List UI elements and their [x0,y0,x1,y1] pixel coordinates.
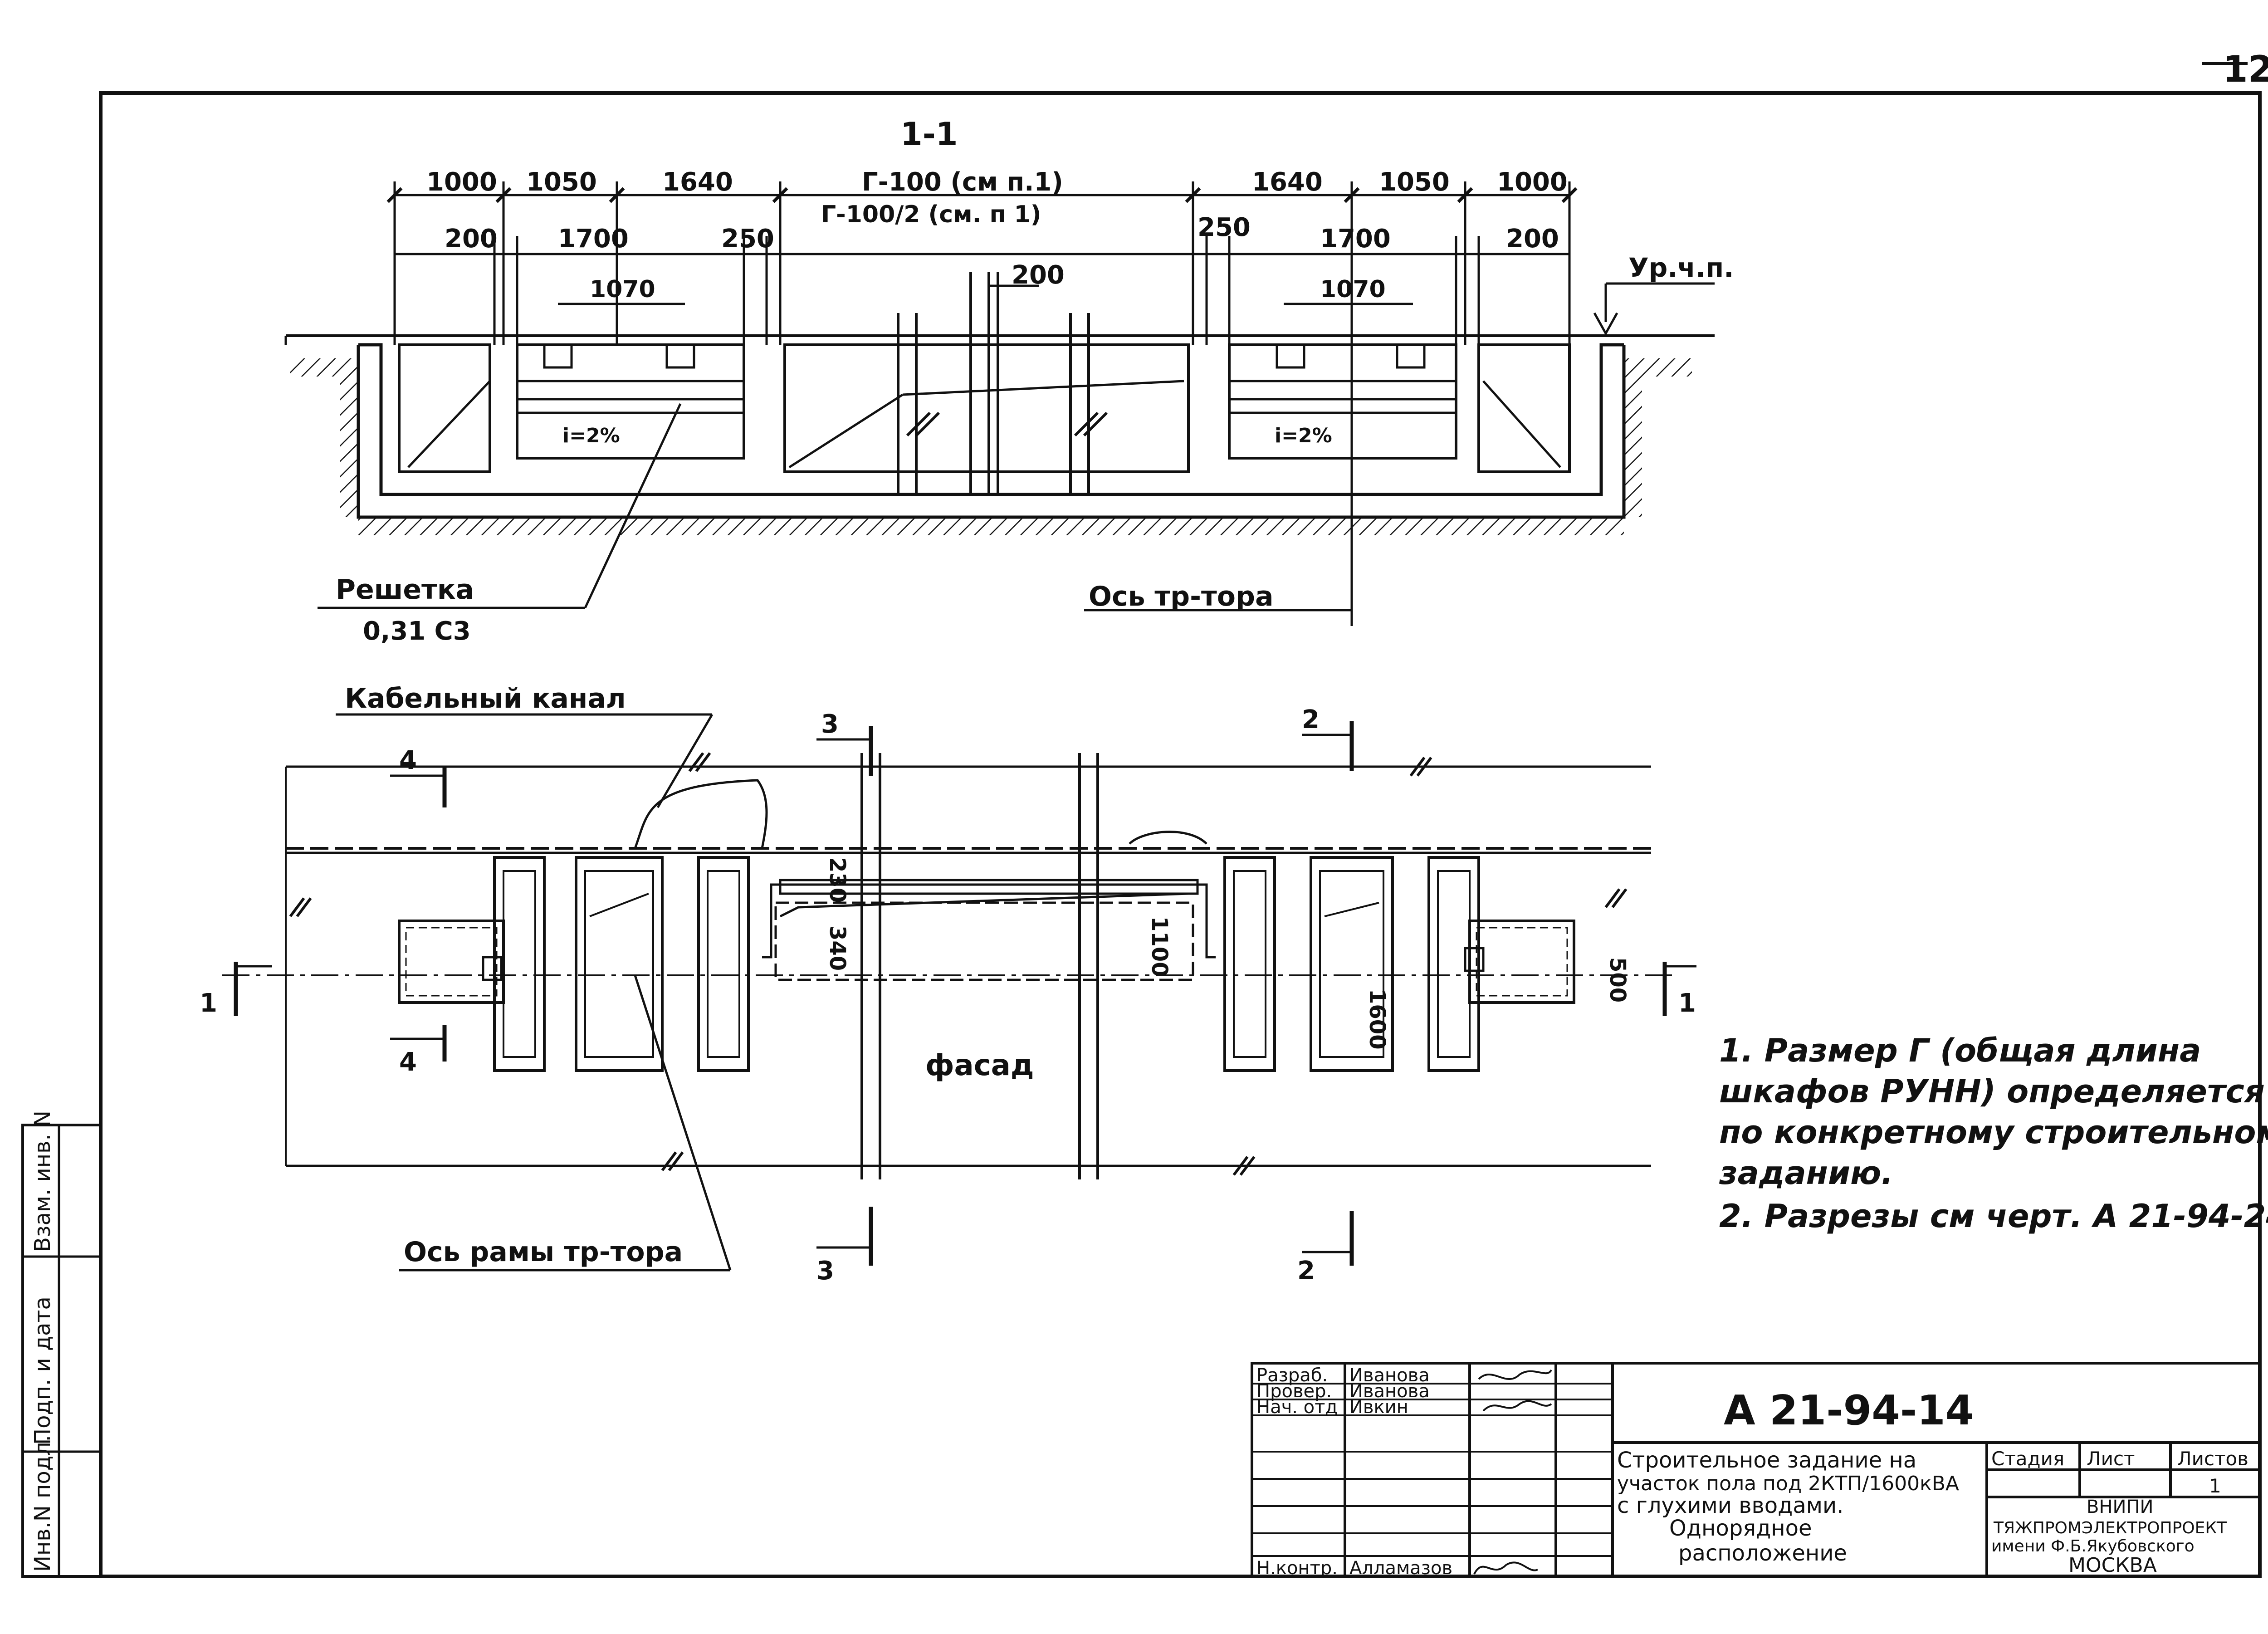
dim-1070-right: 1070 [1320,276,1386,303]
desc-line-3: с глухими вводами. [1617,1493,1843,1518]
dim-second-g-half: Г-100/2 (см. п 1) [821,201,1041,228]
section-view: 1-1 1000 1050 1640 Г-100 (см п.1) 1640 1… [284,116,1734,646]
plan-view: Кабельный канал [200,683,1696,1286]
cut-4-bottom: 4 [399,1047,417,1077]
dim-top-1000-r: 1000 [1497,167,1568,197]
desc-line-2: участок пола под 2КТП/1600кВА [1617,1472,1959,1495]
dim-top-1050-l: 1050 [526,167,597,197]
signature-marks [1473,1369,1552,1575]
dim-top-1000-l: 1000 [426,167,497,197]
floor-level-label: Ур.ч.п. [1628,252,1734,283]
dim-second-1700-l: 1700 [558,224,629,254]
stage-header: Стадия [1991,1448,2064,1470]
side-stamp-sign: Подп. и дата [30,1296,55,1445]
note-line-2: шкафов РУНН) определяется [1719,1073,2265,1110]
name-3: Ивкин [1349,1397,1408,1418]
cut-1-right: 1 [1678,988,1696,1018]
role-1: Разраб. [1256,1365,1328,1386]
sheets-value: 1 [2209,1475,2221,1497]
org-line-2: ТЯЖПРОМЭЛЕКТРОПРОЕКТ [1993,1519,2227,1537]
dim-top-1050-r: 1050 [1379,167,1450,197]
grating-label: Решетка [336,574,474,606]
dim-200-center: 200 [1012,260,1065,290]
dim-second-250-r: 250 [1198,213,1251,242]
side-stamp-replace: Взам. инв. N [30,1111,55,1252]
dim-top-1640-r: 1640 [1252,167,1323,197]
cable-channel-label: Кабельный канал [345,683,626,714]
axis-transformer-label: Ось тр-тора [1089,581,1273,612]
dim-340: 340 [825,925,850,971]
page-number: 124 [2223,48,2268,90]
dim-second-200-r: 200 [1506,224,1559,254]
doc-number: А 21-94-14 [1724,1387,1974,1434]
sheets-header: Листов [2177,1448,2248,1470]
note-line-5: 2. Разрезы см черт. А 21-94-24,26 [1719,1198,2268,1235]
dim-1070-left: 1070 [590,276,655,303]
dim-second-200-l: 200 [445,224,498,254]
name-4: Алламазов [1349,1558,1452,1579]
org-line-4: МОСКВА [2068,1554,2157,1577]
name-2: Иванова [1349,1381,1430,1402]
dim-second-250-l: 250 [721,224,774,254]
role-3: Нач. отд [1256,1397,1338,1418]
note-line-1: 1. Размер Г (общая длина [1719,1032,2201,1069]
cut-2-bottom: 2 [1297,1256,1315,1286]
side-stamp: Инв.N подл. Подп. и дата Взам. инв. N [21,1111,102,1578]
role-4: Н.контр. [1256,1558,1338,1579]
cut-2-top: 2 [1302,705,1320,734]
dim-second-1700-r: 1700 [1320,224,1391,254]
sheet-frame [99,91,2262,1578]
sheet-header: Лист [2087,1448,2135,1470]
cut-3-top: 3 [821,709,839,739]
desc-line-4: Однорядное [1669,1516,1812,1541]
dim-1100: 1100 [1147,916,1172,977]
slope-left: i=2% [562,424,620,447]
cut-4-top: 4 [399,746,417,775]
dim-top-g-100: Г-100 (см п.1) [862,167,1063,197]
slope-right: i=2% [1275,424,1332,447]
side-stamp-inv: Инв.N подл. [30,1435,55,1572]
notes: 1. Размер Г (общая длина шкафов РУНН) оп… [1719,1032,2268,1235]
org-line-1: ВНИПИ [2087,1497,2153,1517]
org-line-3: имени Ф.Б.Якубовского [1991,1537,2195,1556]
name-1: Иванова [1349,1365,1430,1386]
dim-1600: 1600 [1364,989,1390,1050]
section-title: 1-1 [900,116,958,153]
cut-1-left: 1 [200,988,217,1018]
role-2: Провер. [1256,1381,1332,1402]
cut-3-bottom: 3 [816,1256,834,1286]
desc-line-5: расположение [1678,1541,1847,1566]
dim-500: 500 [1605,957,1630,1003]
frame-axis-label: Ось рамы тр-тора [404,1236,683,1268]
note-line-4: заданию. [1719,1155,1893,1192]
facade-label: фасад [925,1049,1034,1082]
dim-230: 230 [825,857,850,903]
dim-top-1640-l: 1640 [662,167,733,197]
note-line-3: по конкретному строительному [1719,1114,2268,1151]
title-block: Разраб. Иванова Провер. Иванова Нач. отд… [1251,1362,2261,1579]
grating-label-sub: 0,31 С3 [363,616,471,646]
desc-line-1: Строительное задание на [1617,1448,1916,1473]
